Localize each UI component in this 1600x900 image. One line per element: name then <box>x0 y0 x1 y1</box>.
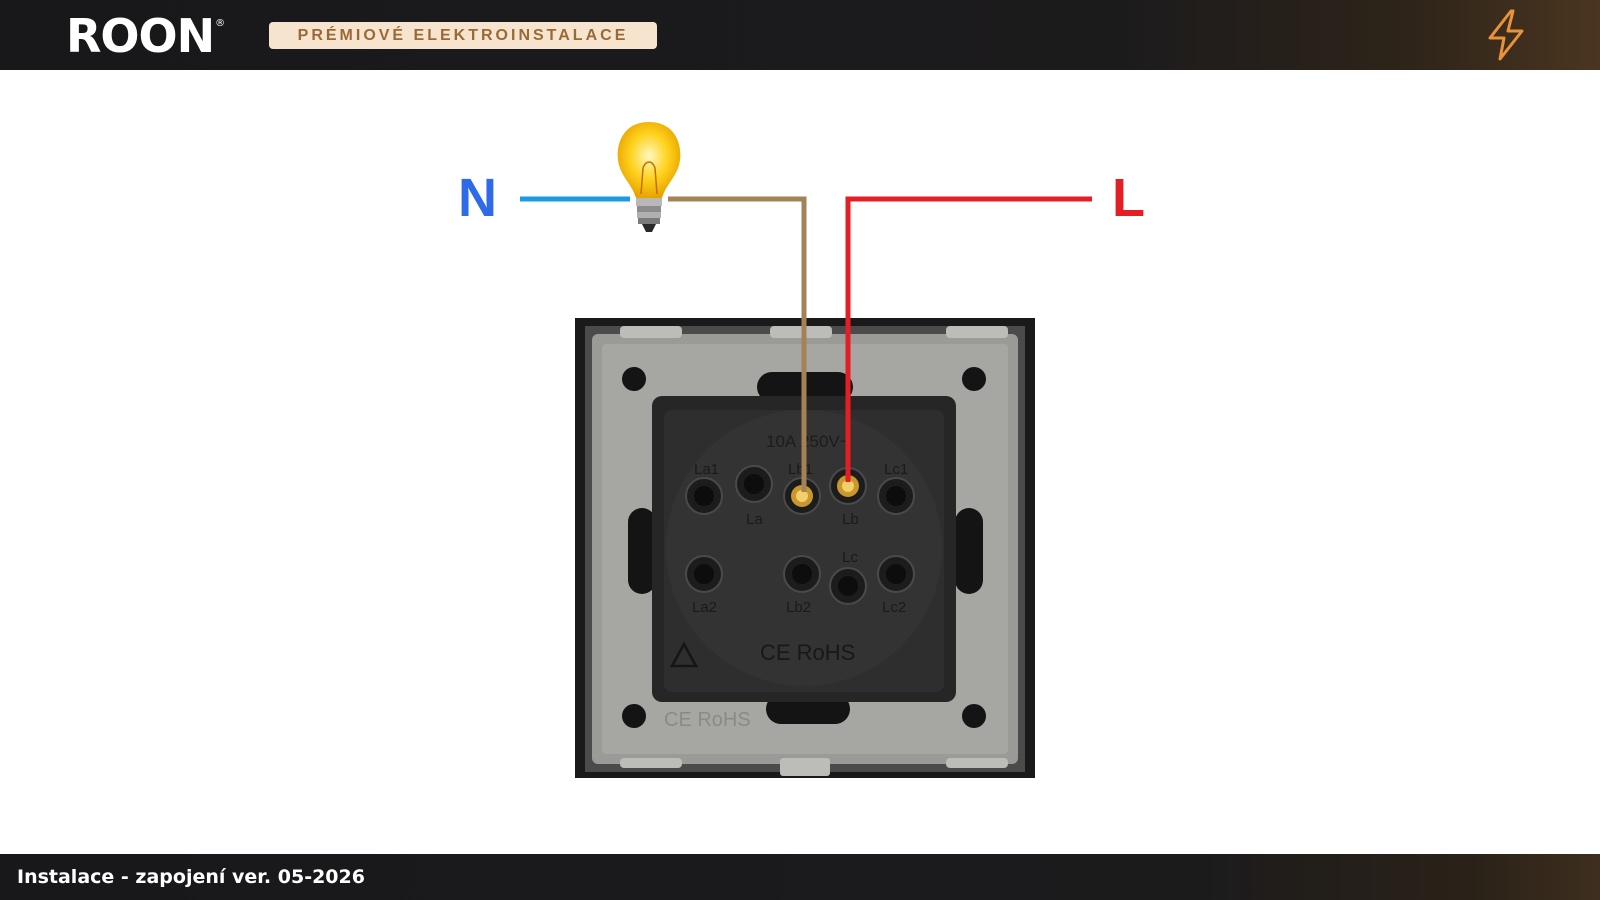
neutral-label: N <box>458 168 497 228</box>
terminal-lc1-label: Lc1 <box>884 461 908 478</box>
terminal-la-label: La <box>746 511 763 528</box>
wiring-diagram: N L 10A 250V~ La1 La Lb1 Lb Lc1 L <box>458 122 1145 778</box>
logo-registered-mark: ® <box>215 18 226 29</box>
live-wire <box>845 196 1092 482</box>
terminal-lb-label: Lb <box>842 511 859 528</box>
rating-text: 10A 250V~ <box>766 432 850 451</box>
terminal-lb1-label: Lb1 <box>788 461 813 478</box>
terminal-la2-label: La2 <box>692 599 717 616</box>
lightning-bolt-icon <box>1488 9 1524 61</box>
header-bar: ROON ® PRÉMIOVÉ ELEKTROINSTALACE <box>0 0 1600 70</box>
ce-rohs-frame-text: CE RoHS <box>664 709 751 731</box>
terminal-lb2-label: Lb2 <box>786 599 811 616</box>
terminal-lc-label: Lc <box>842 549 858 566</box>
live-label: L <box>1112 168 1145 228</box>
footer-caption: Instalace - zapojení ver. 05-2026 <box>17 866 365 888</box>
footer-bar: Instalace - zapojení ver. 05-2026 <box>0 854 1600 900</box>
terminal-la1-label: La1 <box>694 461 719 478</box>
logo-text: ROON <box>66 9 215 63</box>
load-wire <box>668 196 807 492</box>
ce-rohs-inner-text: CE RoHS <box>760 640 855 665</box>
terminal-lc2-label: Lc2 <box>882 599 906 616</box>
roon-logo: ROON ® <box>66 10 225 62</box>
light-bulb-icon <box>617 122 681 232</box>
tagline-badge: PRÉMIOVÉ ELEKTROINSTALACE <box>269 22 657 49</box>
